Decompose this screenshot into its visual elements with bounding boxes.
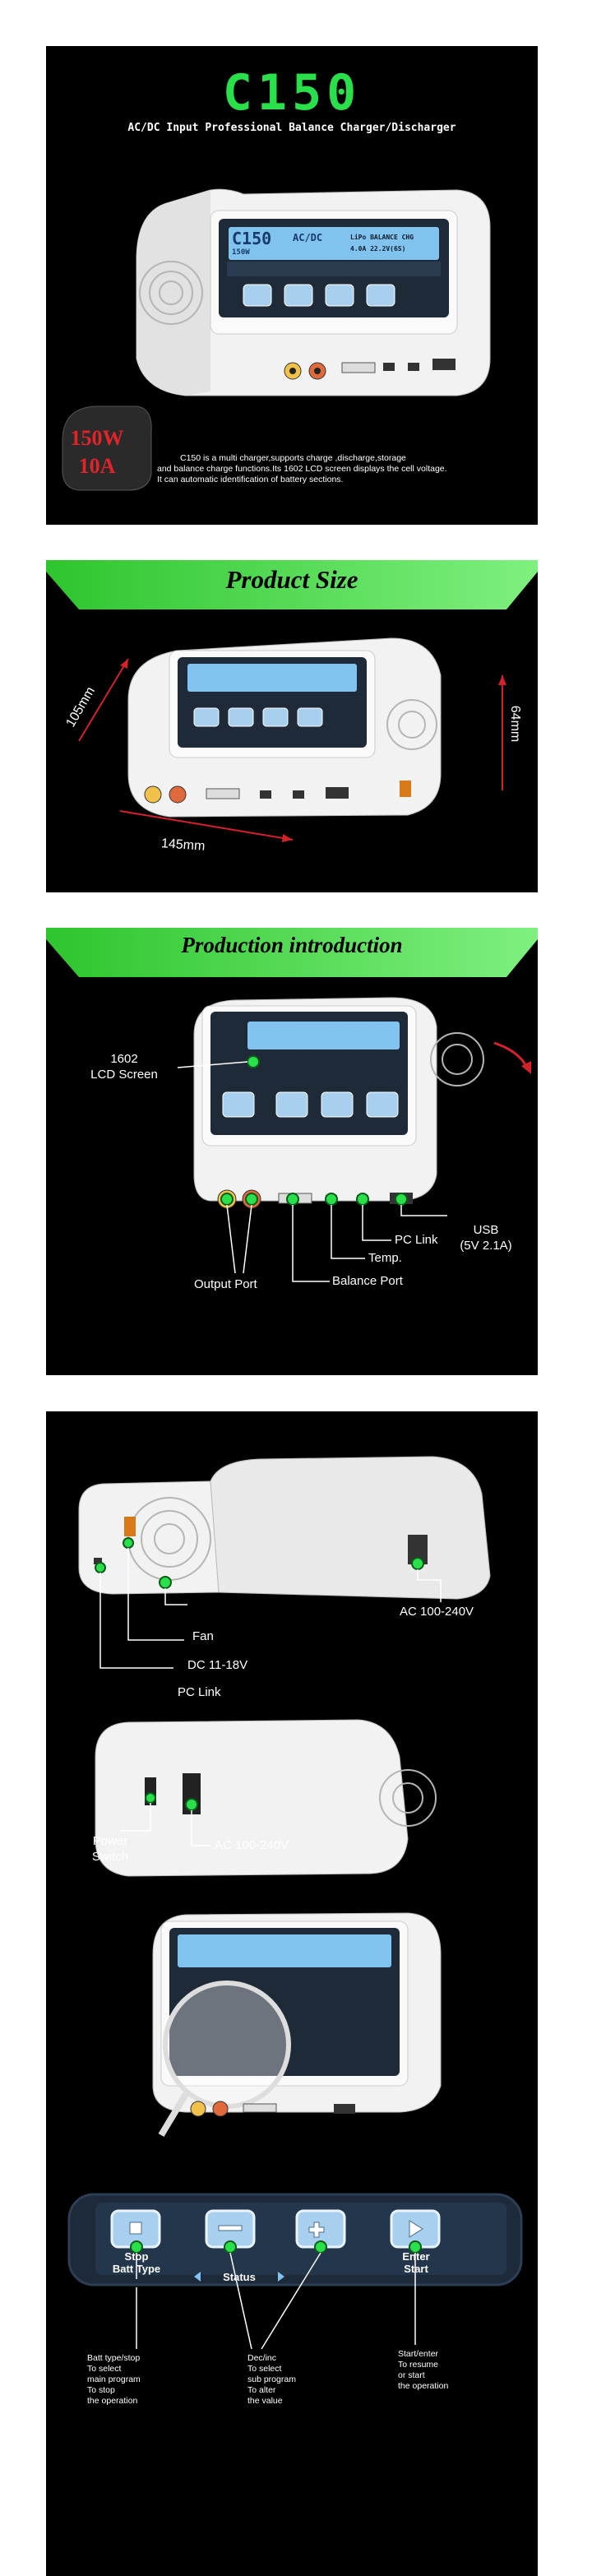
lcd-model: AC/DC — [293, 232, 323, 243]
play-icon — [409, 2220, 423, 2238]
lcd-label-line: LCD Screen — [90, 1068, 158, 1082]
description-line: and balance charge functions.Its 1602 LC… — [157, 464, 447, 474]
badge-current: 10A — [78, 454, 116, 478]
caption-line: To alter — [247, 2385, 276, 2395]
front-buttons — [243, 284, 395, 307]
lcd-label-line: 1602 — [110, 1052, 138, 1066]
intro-banner — [46, 928, 538, 977]
usb-label-line: USB — [473, 1223, 499, 1237]
output-port-label: Output Port — [194, 1277, 257, 1291]
height-label: 64mm — [508, 705, 523, 743]
product-description: C150 is a multi charger,supports charge … — [157, 453, 538, 485]
fan-label: Fan — [192, 1629, 214, 1643]
lcd-brand: C150 — [232, 229, 272, 248]
pc-link-rear-label: PC Link — [178, 1685, 221, 1699]
stop-key-line: Stop — [124, 2250, 149, 2263]
caption-line: To stop — [87, 2385, 115, 2395]
balance-port-label: Balance Port — [332, 1274, 403, 1288]
usb-label-line: (5V 2.1A) — [460, 1239, 512, 1253]
badge-power: 150W — [70, 426, 124, 450]
plus-icon — [308, 2222, 325, 2238]
power-switch-label: Power Switch — [71, 1833, 150, 1865]
status-key-line: Status — [223, 2271, 256, 2283]
side-vent — [139, 261, 203, 325]
decinc-caption: Dec/inc To select sub program To alter t… — [247, 2353, 296, 2407]
stop-key-line: Batt Type — [112, 2263, 161, 2275]
production-intro-panel: Production introduction 1602 LCD Screen … — [46, 928, 538, 1375]
temp-label: Temp. — [368, 1251, 402, 1265]
lcd-line-2: 4.0A 22.2V(6S) — [350, 245, 406, 253]
lcd-screen-label: 1602 LCD Screen — [79, 1051, 169, 1082]
caption-line: To select — [247, 2364, 282, 2374]
power-switch-line: Power — [92, 1834, 128, 1848]
width-label: 145mm — [160, 836, 206, 854]
caption-line: the operation — [87, 2396, 138, 2406]
description-line: It can automatic identification of batte… — [157, 475, 344, 484]
enter-key-line: Enter — [402, 2250, 430, 2263]
caption-line: or start — [398, 2370, 425, 2380]
magnifier-icon — [163, 1981, 291, 2109]
depth-dimension-line — [78, 658, 129, 742]
enter-key-line: Start — [404, 2263, 428, 2275]
charger-illustration — [62, 188, 491, 491]
stop-icon — [129, 2222, 142, 2235]
product-subtitle: AC/DC Input Professional Balance Charger… — [127, 122, 456, 134]
stop-caption: Batt type/stop To select main program To… — [87, 2353, 141, 2407]
caption-line: Batt type/stop — [87, 2353, 141, 2363]
lcd-power: 150W — [232, 248, 250, 257]
dc-input-label: DC 11-18V — [187, 1658, 248, 1672]
product-title: C150 — [222, 64, 362, 122]
ac-input-top-label: AC 100-240V — [400, 1605, 474, 1619]
lcd-screen — [229, 227, 439, 260]
description-line: C150 is a multi charger,supports charge … — [180, 453, 406, 463]
lcd-line-1: LiPo BALANCE CHG — [350, 234, 414, 241]
caption-line: main program — [87, 2374, 141, 2384]
power-badge — [62, 405, 152, 491]
stop-key-label: Stop Batt Type — [104, 2250, 169, 2275]
pc-link-label: PC Link — [395, 1233, 438, 1247]
caption-line: Dec/inc — [247, 2353, 277, 2363]
caption-line: sub program — [247, 2374, 296, 2384]
rear-illustration — [67, 1456, 523, 2350]
intro-illustration — [46, 928, 538, 1282]
usb-label: USB (5V 2.1A) — [449, 1222, 523, 1253]
caption-line: Start/enter — [398, 2349, 439, 2359]
size-illustration — [46, 560, 538, 842]
ac-input-bottom-label: AC 100-240V — [215, 1838, 289, 1852]
size-banner — [46, 560, 538, 609]
enter-key-label: Enter Start — [383, 2250, 449, 2275]
key-markers — [130, 2240, 422, 2254]
intro-panel: C150 AC/DC Input Professional Balance Ch… — [46, 46, 538, 525]
size-banner-title: Product Size — [225, 565, 358, 594]
caption-line: To resume — [398, 2360, 439, 2370]
width-dimension-line — [119, 810, 294, 841]
minus-icon — [218, 2225, 243, 2231]
power-switch-line: Switch — [91, 1850, 129, 1864]
intro-banner-title: Production introduction — [181, 933, 403, 957]
enter-caption: Start/enter To resume or start the opera… — [398, 2349, 448, 2392]
caption-line: the value — [247, 2396, 283, 2406]
product-size-panel: Product Size 145mm 105mm 64mm — [46, 560, 538, 892]
caption-line: To select — [87, 2364, 122, 2374]
caption-line: the operation — [398, 2381, 449, 2391]
status-key-label: Status — [206, 2271, 272, 2283]
rear-and-keys-panel: Fan DC 11-18V PC Link AC 100-240V Power … — [46, 1411, 538, 2576]
power-badge-text: 150W 10A — [54, 408, 140, 489]
